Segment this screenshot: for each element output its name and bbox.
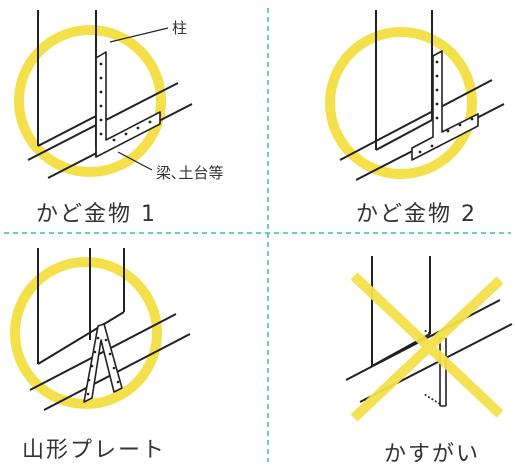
beam-leader-line <box>117 151 153 171</box>
caption-yamagata-plate: 山形プレート <box>22 438 167 463</box>
caption-kado-kanamono-2: かど金物 2 <box>356 202 477 227</box>
panel-kado-kanamono-2 <box>325 10 505 181</box>
pillar-beam-joint <box>345 256 513 403</box>
caption-kado-kanamono-1: かど金物 1 <box>36 202 157 227</box>
panel-kado-kanamono-1 <box>14 10 193 179</box>
t-bracket-holes <box>418 60 474 154</box>
ok-ring <box>10 257 162 409</box>
ok-ring <box>325 27 477 179</box>
beam-label: 梁､土台等 <box>156 164 224 182</box>
pillar-label: 柱 <box>172 19 188 37</box>
ok-ring <box>14 25 166 177</box>
caption-kasugai: かすがい <box>384 442 481 467</box>
v-plate-icon <box>83 323 123 403</box>
pillar-leader-line <box>109 27 169 43</box>
l-bracket-icon <box>95 51 161 158</box>
ng-cross-icon <box>350 272 504 422</box>
v-plate-holes <box>86 336 120 396</box>
t-bracket-icon <box>411 50 479 161</box>
panel-kasugai <box>345 256 513 422</box>
panel-yamagata-plate <box>10 248 191 411</box>
l-bracket-holes <box>99 62 152 142</box>
